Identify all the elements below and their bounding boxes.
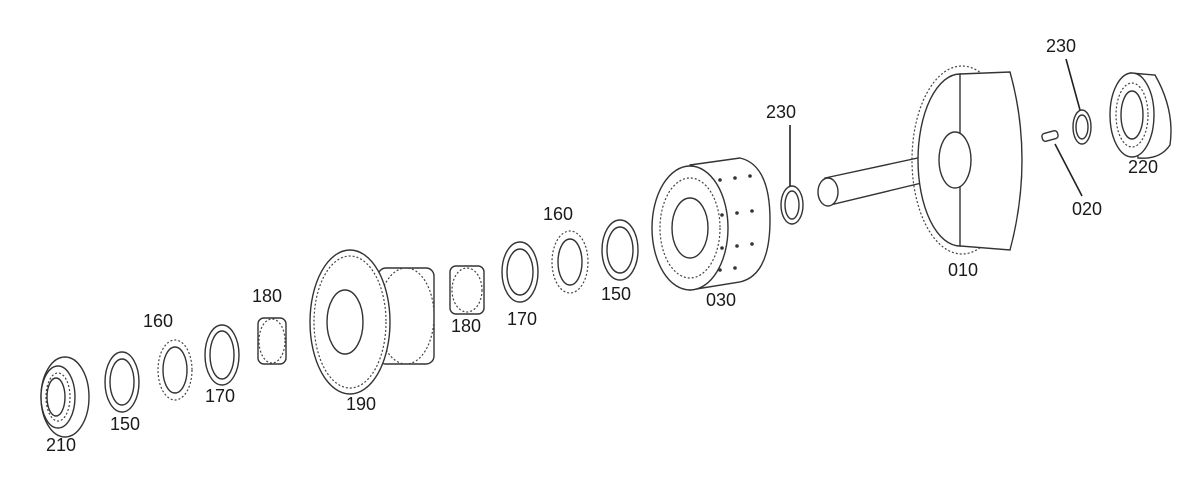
part-020-pin — [1041, 130, 1059, 142]
part-010-shaft-gear — [817, 65, 1023, 255]
label-180-left: 180 — [252, 286, 282, 306]
part-170-washer-right — [501, 241, 539, 303]
part-160-disc-right — [551, 230, 589, 294]
part-030-clutch-drum — [651, 157, 771, 291]
label-230-middle: 230 — [766, 102, 796, 122]
label-180-right: 180 — [451, 316, 481, 336]
label-230-right: 230 — [1046, 36, 1076, 56]
label-220: 220 — [1128, 157, 1158, 177]
part-170-washer-left — [204, 324, 240, 386]
leader-020 — [1054, 143, 1083, 197]
part-220-bearing — [1109, 72, 1172, 159]
part-230-ring-middle — [780, 185, 804, 225]
label-150-left: 150 — [110, 414, 140, 434]
label-160-left: 160 — [143, 311, 173, 331]
part-230-ring-right — [1072, 109, 1092, 145]
part-180-needle-bearing-left — [257, 317, 287, 365]
part-210-bearing — [40, 356, 90, 438]
part-150-washer-right — [601, 219, 639, 281]
label-170-left: 170 — [205, 386, 235, 406]
label-160-right: 160 — [543, 204, 573, 224]
part-190-gear — [309, 249, 435, 395]
leader-230-right — [1065, 58, 1081, 111]
label-210: 210 — [46, 435, 76, 455]
label-020: 020 — [1072, 199, 1102, 219]
label-190: 190 — [346, 394, 376, 414]
leader-lines — [789, 58, 1083, 197]
label-010: 010 — [948, 260, 978, 280]
part-160-disc-left — [157, 339, 193, 401]
label-030: 030 — [706, 290, 736, 310]
part-180-needle-bearing-right — [449, 265, 485, 315]
part-150-washer-left — [104, 351, 140, 413]
label-170-right: 170 — [507, 309, 537, 329]
label-150-right: 150 — [601, 284, 631, 304]
